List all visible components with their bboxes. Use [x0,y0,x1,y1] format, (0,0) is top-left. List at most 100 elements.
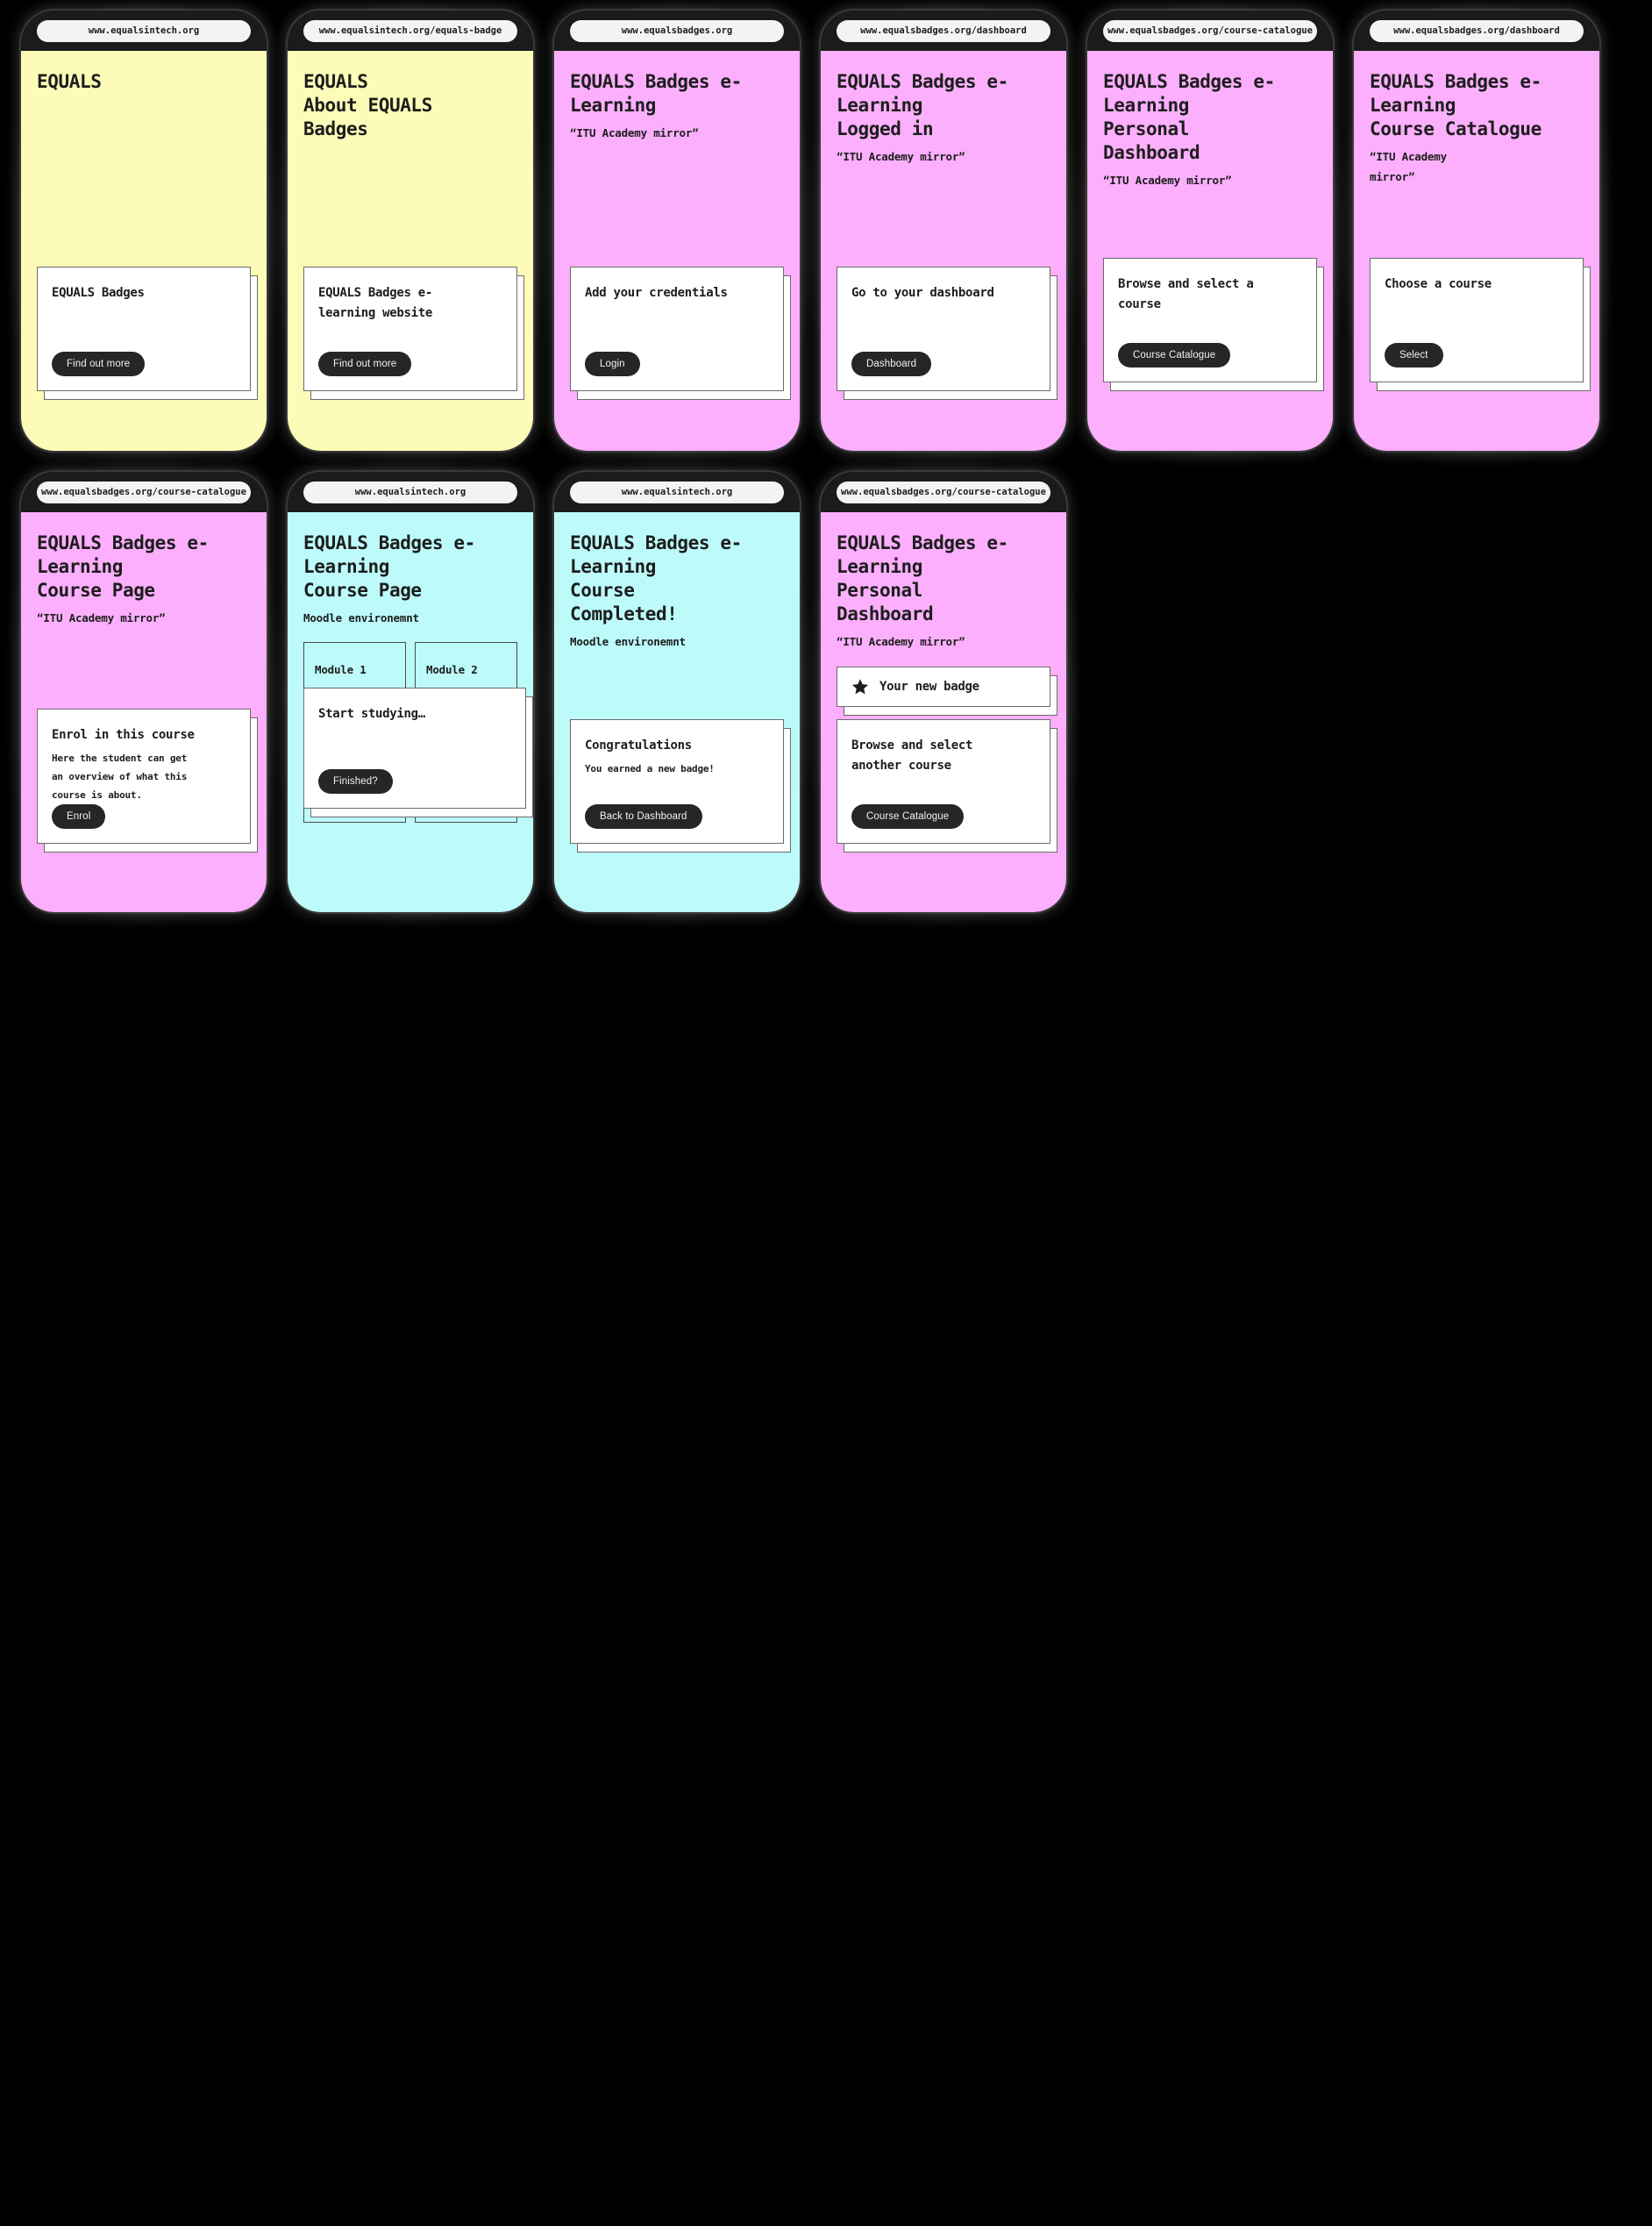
page-subtitle: “ITU Academy mirror” [837,635,965,648]
url-bar[interactable]: www.equalsbadges.org/course-catalogue [837,481,1050,503]
phone-mockup-course-page: www.equalsbadges.org/course-catalogue EQ… [11,463,277,924]
screen-about-equals-badges: EQUALS About EQUALS Badges EQUALS Badges… [288,51,533,451]
phone-mockup-moodle-course-page: www.equalsintech.org EQUALS Badges e- Le… [277,463,544,924]
select-button[interactable]: Select [1385,343,1443,367]
url-bar[interactable]: www.equalsbadges.org/course-catalogue [1103,19,1317,42]
card-button-row: Select [1385,343,1569,367]
cta-card-stack: Enrol in this course Here the student ca… [37,709,258,853]
study-card-stack: Start studying… Finished? [303,688,533,817]
card-description: Here the student can get an overview of … [52,753,188,801]
new-badge-card[interactable]: Your new badge [837,667,1050,707]
card-button-row: Course Catalogue [851,804,1036,829]
cta-card-stack: Go to your dashboard Dashboard [837,267,1057,400]
browser-chrome: www.equalsintech.org/equals-badge [288,11,533,51]
cta-card: Go to your dashboard Dashboard [837,267,1050,391]
phone-mockup-personal-dashboard: www.equalsbadges.org/course-catalogue EQ… [1077,2,1343,463]
url-bar[interactable]: www.equalsbadges.org/dashboard [837,19,1050,42]
phone-body: www.equalsintech.org/equals-badge EQUALS… [288,11,533,451]
phone-body: www.equalsintech.org EQUALS EQUALS Badge… [21,11,267,451]
phone-mockup-elearning-login: www.equalsbadges.org EQUALS Badges e- Le… [544,2,810,463]
page-subtitle: “ITU Academy mirror” [837,150,965,163]
phone-mockup-course-completed: www.equalsintech.org EQUALS Badges e- Le… [544,463,810,924]
card-button-row: Course Catalogue [1118,343,1302,367]
page-subtitle: “ITU Academy mirror” [1103,174,1232,187]
page-title: EQUALS Badges e- Learning Course Page [303,532,475,601]
page-title: EQUALS [37,71,102,92]
cta-card-stack: Browse and select a course Course Catalo… [1103,258,1324,391]
card-title: Go to your dashboard [851,286,994,300]
card-title: Choose a course [1385,277,1492,291]
url-bar[interactable]: www.equalsintech.org [303,481,517,503]
login-button[interactable]: Login [585,352,640,376]
screen-equals-home: EQUALS EQUALS Badges Find out more [21,51,267,451]
cta-card-stack: Add your credentials Login [570,267,791,400]
browser-chrome: www.equalsintech.org [554,472,800,512]
url-bar[interactable]: www.equalsbadges.org/course-catalogue [37,481,251,503]
module-grid: Module 1 Module 2 Module 5 Module 6 Star… [303,642,533,823]
find-out-more-button[interactable]: Find out more [318,352,412,376]
cta-card: EQUALS Badges Find out more [37,267,251,391]
course-catalogue-button[interactable]: Course Catalogue [1118,343,1231,367]
page-subtitle: “ITU Academy mirror” [37,611,166,624]
card-button-row: Find out more [52,352,236,376]
cta-card-stack: EQUALS Badges e- learning website Find o… [303,267,524,400]
card-description: You earned a new badge! [585,763,715,774]
screen-moodle-course-page: EQUALS Badges e- Learning Course Page Mo… [288,512,533,912]
phone-body: www.equalsbadges.org/dashboard EQUALS Ba… [1354,11,1599,451]
phone-body: www.equalsbadges.org/course-catalogue EQ… [21,472,267,912]
phone-body: www.equalsbadges.org/course-catalogue EQ… [821,472,1066,912]
back-to-dashboard-button[interactable]: Back to Dashboard [585,804,702,829]
cta-card-stack: EQUALS Badges Find out more [37,267,258,400]
study-card: Start studying… Finished? [303,688,526,809]
card-title: EQUALS Badges [52,286,145,300]
phone-mockup-equals-home: www.equalsintech.org EQUALS EQUALS Badge… [11,2,277,463]
browser-chrome: www.equalsbadges.org [554,11,800,51]
phone-mockup-elearning-logged-in: www.equalsbadges.org/dashboard EQUALS Ba… [810,2,1077,463]
page-title: EQUALS About EQUALS Badges [303,71,432,139]
screen-elearning-logged-in: EQUALS Badges e- Learning Logged in “ITU… [821,51,1066,451]
new-badge-card-stack[interactable]: Your new badge [837,667,1057,716]
url-bar[interactable]: www.equalsbadges.org [570,19,784,42]
card-title: Congratulations [585,738,692,753]
cta-card: Browse and select a course Course Catalo… [1103,258,1317,382]
phone-mockup-course-catalogue: www.equalsbadges.org/dashboard EQUALS Ba… [1343,2,1610,463]
finished-button[interactable]: Finished? [318,769,393,794]
cta-card: Choose a course Select [1370,258,1584,382]
find-out-more-button[interactable]: Find out more [52,352,146,376]
congratulations-card: Congratulations You earned a new badge! … [570,719,784,844]
card-title: EQUALS Badges e- learning website [318,286,433,320]
phone-mockup-dashboard-with-badge: www.equalsbadges.org/course-catalogue EQ… [810,463,1077,924]
page-subtitle: “ITU Academy mirror” [570,126,699,139]
page-title: EQUALS Badges e- Learning [570,71,742,116]
card-title: Browse and select a course [1118,277,1254,311]
url-bar[interactable]: www.equalsbadges.org/dashboard [1370,19,1584,42]
url-bar[interactable]: www.equalsintech.org [37,19,251,42]
url-bar[interactable]: www.equalsintech.org [570,481,784,503]
cta-card: Browse and select another course Course … [837,719,1050,844]
browser-chrome: www.equalsbadges.org/dashboard [821,11,1066,51]
card-title: Browse and select another course [851,738,973,773]
course-catalogue-button[interactable]: Course Catalogue [851,804,965,829]
screen-course-catalogue: EQUALS Badges e- Learning Course Catalog… [1354,51,1599,451]
cta-card: Add your credentials Login [570,267,784,391]
card-button-row: Finished? [318,769,511,794]
screen-course-page: EQUALS Badges e- Learning Course Page “I… [21,512,267,912]
screen-elearning-login: EQUALS Badges e- Learning “ITU Academy m… [554,51,800,451]
enrol-button[interactable]: Enrol [52,804,106,829]
screen-personal-dashboard: EQUALS Badges e- Learning Personal Dashb… [1087,51,1333,451]
browser-chrome: www.equalsbadges.org/course-catalogue [1087,11,1333,51]
url-bar[interactable]: www.equalsintech.org/equals-badge [303,19,517,42]
congratulations-card-stack: Congratulations You earned a new badge! … [570,719,791,853]
card-button-row: Back to Dashboard [585,804,769,829]
dashboard-button[interactable]: Dashboard [851,352,932,376]
cta-card-stack: Browse and select another course Course … [837,719,1057,853]
card-title: Enrol in this course [52,728,195,742]
page-title: EQUALS Badges e- Learning Personal Dashb… [1103,71,1275,163]
phone-body: www.equalsbadges.org/dashboard EQUALS Ba… [821,11,1066,451]
cta-card: EQUALS Badges e- learning website Find o… [303,267,517,391]
card-button-row: Find out more [318,352,502,376]
cta-card-stack: Choose a course Select [1370,258,1591,391]
card-button-row: Dashboard [851,352,1036,376]
phone-body: www.equalsintech.org EQUALS Badges e- Le… [288,472,533,912]
phone-body: www.equalsbadges.org/course-catalogue EQ… [1087,11,1333,451]
